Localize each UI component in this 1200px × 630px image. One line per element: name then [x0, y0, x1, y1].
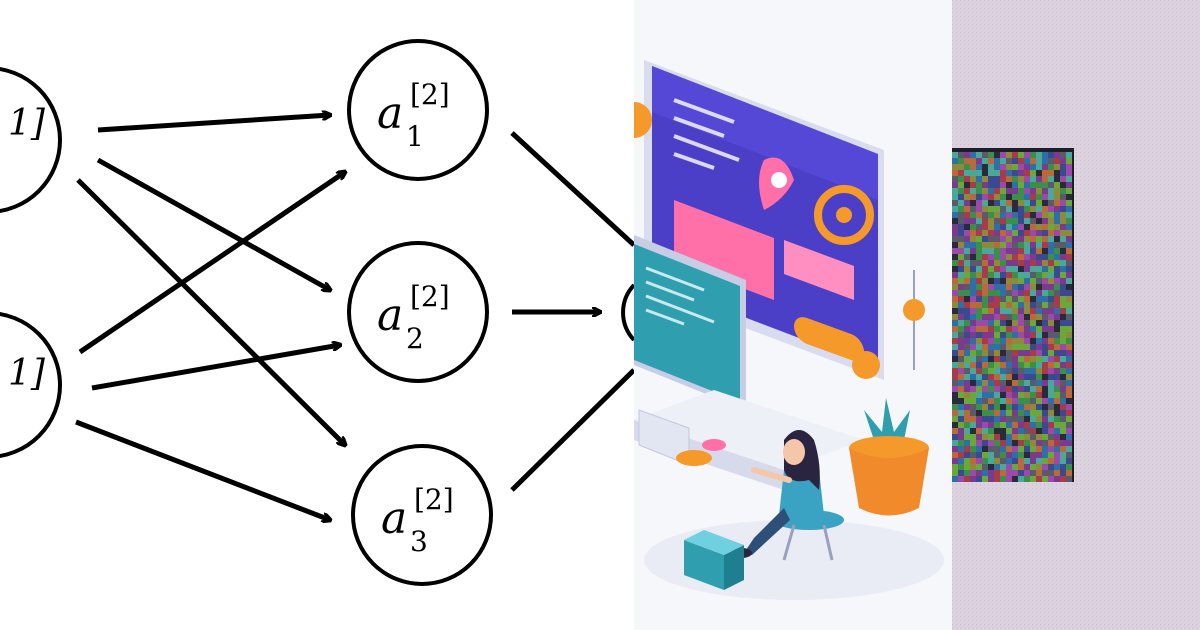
hidden-node-1-base: a [377, 88, 403, 139]
plant-icon [849, 398, 929, 516]
hidden-node-2-layer: [2] [410, 280, 450, 313]
hidden-node-3-index: 3 [410, 525, 428, 558]
hidden-node-1: a [2] 1 [347, 39, 489, 181]
crate-icon [684, 530, 744, 590]
output-node-partial [621, 283, 634, 342]
hidden-node-2: a [2] 2 [347, 241, 489, 383]
edge-1-1 [97, 115, 330, 133]
edges [75, 115, 634, 520]
hidden-node-2-index: 2 [406, 322, 424, 355]
noise-screen-panel [952, 0, 1200, 630]
input-node-2-label: 1] [8, 353, 46, 394]
edge-2-1 [78, 172, 345, 355]
input-node-1-label: 1] [8, 103, 46, 144]
edge-h1-out [510, 131, 634, 247]
input-node-1: 1] [0, 66, 62, 214]
small-monitor-icon [634, 235, 746, 440]
noise-pixels [952, 152, 1072, 482]
developer-at-computer-illustration [634, 60, 944, 600]
edge-2-3 [75, 419, 330, 520]
input-node-2: 1] [0, 311, 62, 459]
neural-network-diagram: 1] 1] a [2] 1 a [ [0, 39, 634, 586]
hidden-node-2-base: a [377, 290, 403, 341]
edge-1-3 [76, 178, 345, 445]
woman-at-desk-icon [732, 430, 844, 561]
static-noise-screen [952, 0, 1200, 630]
hidden-node-3: a [2] 3 [351, 444, 493, 586]
hidden-node-3-base: a [381, 493, 407, 544]
hidden-node-3-layer: [2] [414, 483, 454, 516]
network-svg: 1] 1] a [2] 1 a [ [0, 39, 634, 586]
edge-2-2 [91, 345, 340, 391]
hidden-node-1-index: 1 [406, 120, 424, 153]
edge-1-2 [96, 157, 330, 290]
edge-h3-out [510, 368, 634, 492]
developer-illustration-panel [634, 0, 952, 630]
hidden-node-1-layer: [2] [410, 78, 450, 111]
